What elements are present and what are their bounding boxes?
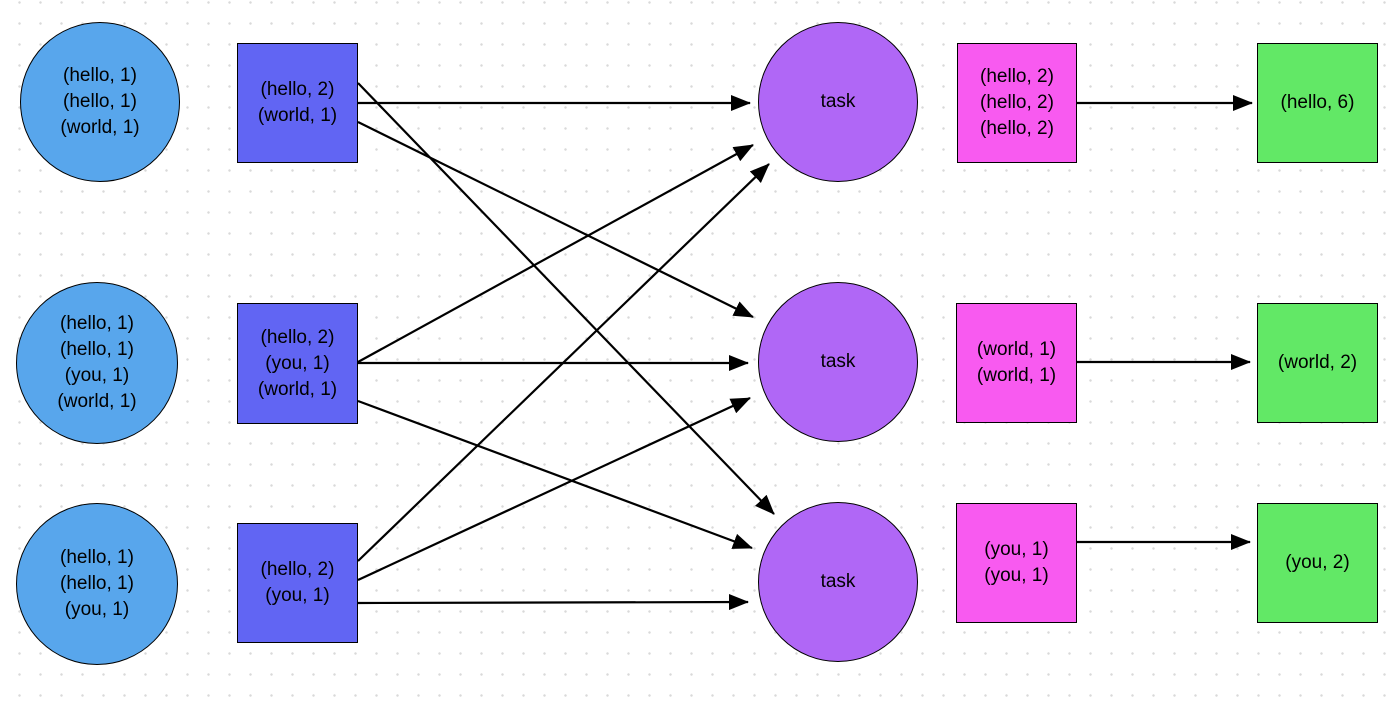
map-output-box-3: (hello, 2) (you, 1) <box>237 523 358 643</box>
edge-map-1-task-2 <box>357 121 754 318</box>
node-label: (world, 2) <box>1277 352 1358 373</box>
reduce-task-circle-1: task <box>758 22 918 182</box>
result-box-1: (hello, 6) <box>1257 43 1378 163</box>
node-label: (hello, 1) (hello, 1) (world, 1) <box>60 65 140 138</box>
node-label: (you, 2) <box>1285 552 1350 573</box>
grouped-values-box-1: (hello, 2) (hello, 2) (hello, 2) <box>957 43 1077 163</box>
grouped-values-box-2: (world, 1) (world, 1) <box>956 303 1077 423</box>
node-label: (world, 1) (world, 1) <box>976 339 1057 386</box>
node-label: (hello, 2) (world, 1) <box>257 79 338 126</box>
node-label: task <box>820 91 856 112</box>
node-label: (hello, 1) (hello, 1) (you, 1) (world, 1… <box>57 313 137 412</box>
map-output-box-2: (hello, 2) (you, 1) (world, 1) <box>237 303 358 424</box>
node-label: (hello, 1) (hello, 1) (you, 1) <box>60 547 134 620</box>
edge-map-2-task-1 <box>357 144 754 363</box>
edge-map-3-task-1 <box>357 163 770 562</box>
node-label: (hello, 2) (you, 1) (world, 1) <box>257 326 338 400</box>
reduce-task-circle-2: task <box>758 282 918 442</box>
node-label: task <box>820 571 856 592</box>
input-records-circle-2: (hello, 1) (hello, 1) (you, 1) (world, 1… <box>16 282 178 444</box>
edge-map-3-task-2 <box>357 397 751 581</box>
node-label: (hello, 2) (you, 1) <box>260 559 335 606</box>
input-records-circle-3: (hello, 1) (hello, 1) (you, 1) <box>16 503 178 665</box>
edge-map-3-task-3 <box>357 594 749 611</box>
reduce-task-circle-3: task <box>758 502 918 662</box>
grouped-values-box-3: (you, 1) (you, 1) <box>956 503 1077 623</box>
node-label: (hello, 6) <box>1280 92 1355 113</box>
node-label: (hello, 2) (hello, 2) (hello, 2) <box>980 66 1054 139</box>
result-box-2: (world, 2) <box>1257 303 1378 423</box>
edge-map-1-task-3 <box>357 82 775 515</box>
map-output-box-1: (hello, 2) (world, 1) <box>237 43 358 163</box>
result-box-3: (you, 2) <box>1257 503 1378 623</box>
node-label: task <box>820 351 856 372</box>
node-label: (you, 1) (you, 1) <box>984 539 1049 586</box>
input-records-circle-1: (hello, 1) (hello, 1) (world, 1) <box>20 22 180 182</box>
edge-map-2-task-3 <box>357 399 753 550</box>
